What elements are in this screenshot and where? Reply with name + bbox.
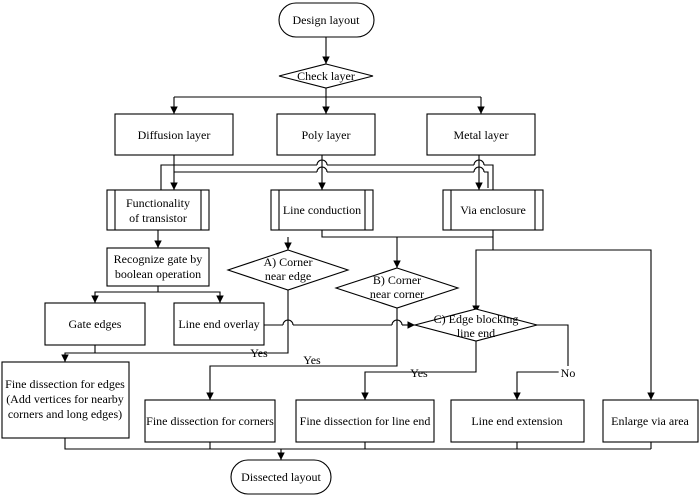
poly-layer-label: Poly layer xyxy=(302,128,351,142)
line-end-overlay-label: Line end overlay xyxy=(178,317,259,331)
enlarge-via-label: Enlarge via area xyxy=(611,414,689,428)
edge-blocking-label-2: line end xyxy=(457,326,495,340)
functionality-label-2: of transistor xyxy=(129,211,187,225)
node-diffusion-layer: Diffusion layer xyxy=(114,113,234,156)
node-fine-dissection-corners: Fine dissection for corners xyxy=(144,399,276,443)
fine-corners-label: Fine dissection for corners xyxy=(146,414,274,428)
node-fine-dissection-edges: Fine dissection for edges (Add vertices … xyxy=(1,361,130,439)
node-line-conduction: Line conduction xyxy=(270,189,374,231)
node-poly-layer: Poly layer xyxy=(276,113,376,156)
edge-blocking-label-1: C) Edge blocking xyxy=(434,312,519,326)
node-gate-edges: Gate edges xyxy=(44,302,146,346)
line-conduction-label: Line conduction xyxy=(283,203,361,217)
fine-edges-label-1: Fine dissection for edges xyxy=(5,377,125,391)
node-recognize-gate: Recognize gate by boolean operation xyxy=(106,247,210,287)
node-via-enclosure: Via enclosure xyxy=(442,189,544,231)
node-enlarge-via-area: Enlarge via area xyxy=(602,399,699,443)
node-corner-near-edge: A) Corner near edge xyxy=(226,249,350,291)
fine-line-end-label: Fine dissection for line end xyxy=(300,414,431,428)
node-line-end-extension: Line end extension xyxy=(450,399,585,443)
corner-corner-label-2: near corner xyxy=(370,287,424,301)
node-check-layer: Check layer xyxy=(278,63,374,89)
edge-label-no-c: No xyxy=(561,366,576,380)
diffusion-layer-label: Diffusion layer xyxy=(138,128,211,142)
corner-edge-label-2: near edge xyxy=(265,269,311,283)
recognize-label-2: boolean operation xyxy=(115,267,201,281)
node-fine-dissection-line-end: Fine dissection for line end xyxy=(295,399,435,443)
edge-label-yes-a: Yes xyxy=(250,346,268,360)
node-functionality-of-transistor: Functionality of transistor xyxy=(106,189,210,231)
node-design-layout: Design layout xyxy=(278,2,375,38)
line-end-extension-label: Line end extension xyxy=(471,414,562,428)
metal-layer-label: Metal layer xyxy=(454,128,509,142)
check-layer-label: Check layer xyxy=(297,69,355,83)
fine-edges-label-2: (Add vertices for nearby xyxy=(6,392,124,406)
edge-label-yes-b: Yes xyxy=(303,353,321,367)
corner-edge-label-1: A) Corner xyxy=(264,255,313,269)
edge-label-no-background xyxy=(558,366,578,380)
dissected-layout-label: Dissected layout xyxy=(241,470,321,484)
corner-corner-label-1: B) Corner xyxy=(373,273,421,287)
node-metal-layer: Metal layer xyxy=(426,113,536,156)
node-edge-blocking-line-end: C) Edge blocking line end xyxy=(412,308,540,342)
edge-label-yes-c: Yes xyxy=(410,366,428,380)
node-corner-near-corner: B) Corner near corner xyxy=(334,267,460,309)
functionality-label-1: Functionality xyxy=(126,196,190,210)
gate-edges-label: Gate edges xyxy=(69,317,122,331)
node-line-end-overlay: Line end overlay xyxy=(173,302,265,346)
design-layout-label: Design layout xyxy=(293,13,361,27)
via-enclosure-label: Via enclosure xyxy=(460,203,526,217)
recognize-label-1: Recognize gate by xyxy=(114,252,203,266)
fine-edges-label-3: corners and long edges) xyxy=(8,407,122,421)
node-dissected-layout: Dissected layout xyxy=(230,459,332,495)
connectors xyxy=(61,37,655,460)
